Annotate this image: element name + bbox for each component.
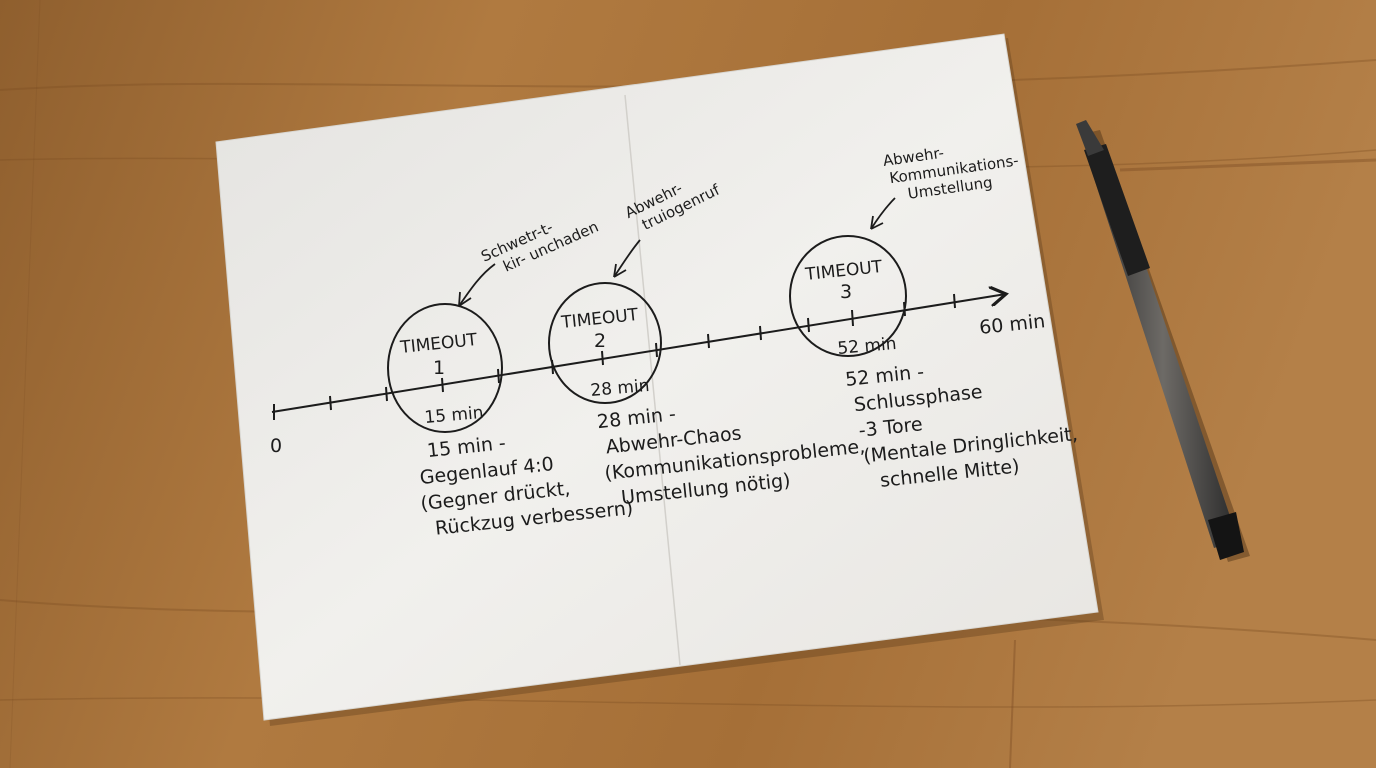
pen xyxy=(1076,120,1250,562)
timeline-axis xyxy=(271,294,1006,413)
timeout-3-circle xyxy=(789,235,907,357)
paper-sheet xyxy=(215,33,1099,721)
timeout-circles xyxy=(387,235,907,433)
timeout-2-number: 2 xyxy=(594,330,606,352)
annotation-arrow-2 xyxy=(613,239,641,278)
timeout-2-circle xyxy=(548,282,662,404)
annotation-arrow-3 xyxy=(870,197,896,230)
timeout-1-number: 1 xyxy=(433,357,445,379)
annotation-arrows xyxy=(458,197,896,307)
annotation-arrow-1 xyxy=(458,263,496,307)
pen-tip xyxy=(1076,120,1104,156)
timeline-origin-label: 0 xyxy=(270,435,282,457)
paper-fold xyxy=(624,94,681,666)
pen-grip xyxy=(1084,144,1150,276)
pen-end xyxy=(1208,512,1244,560)
timeout-1-circle xyxy=(387,303,503,433)
timeout-3-number: 3 xyxy=(840,281,852,303)
